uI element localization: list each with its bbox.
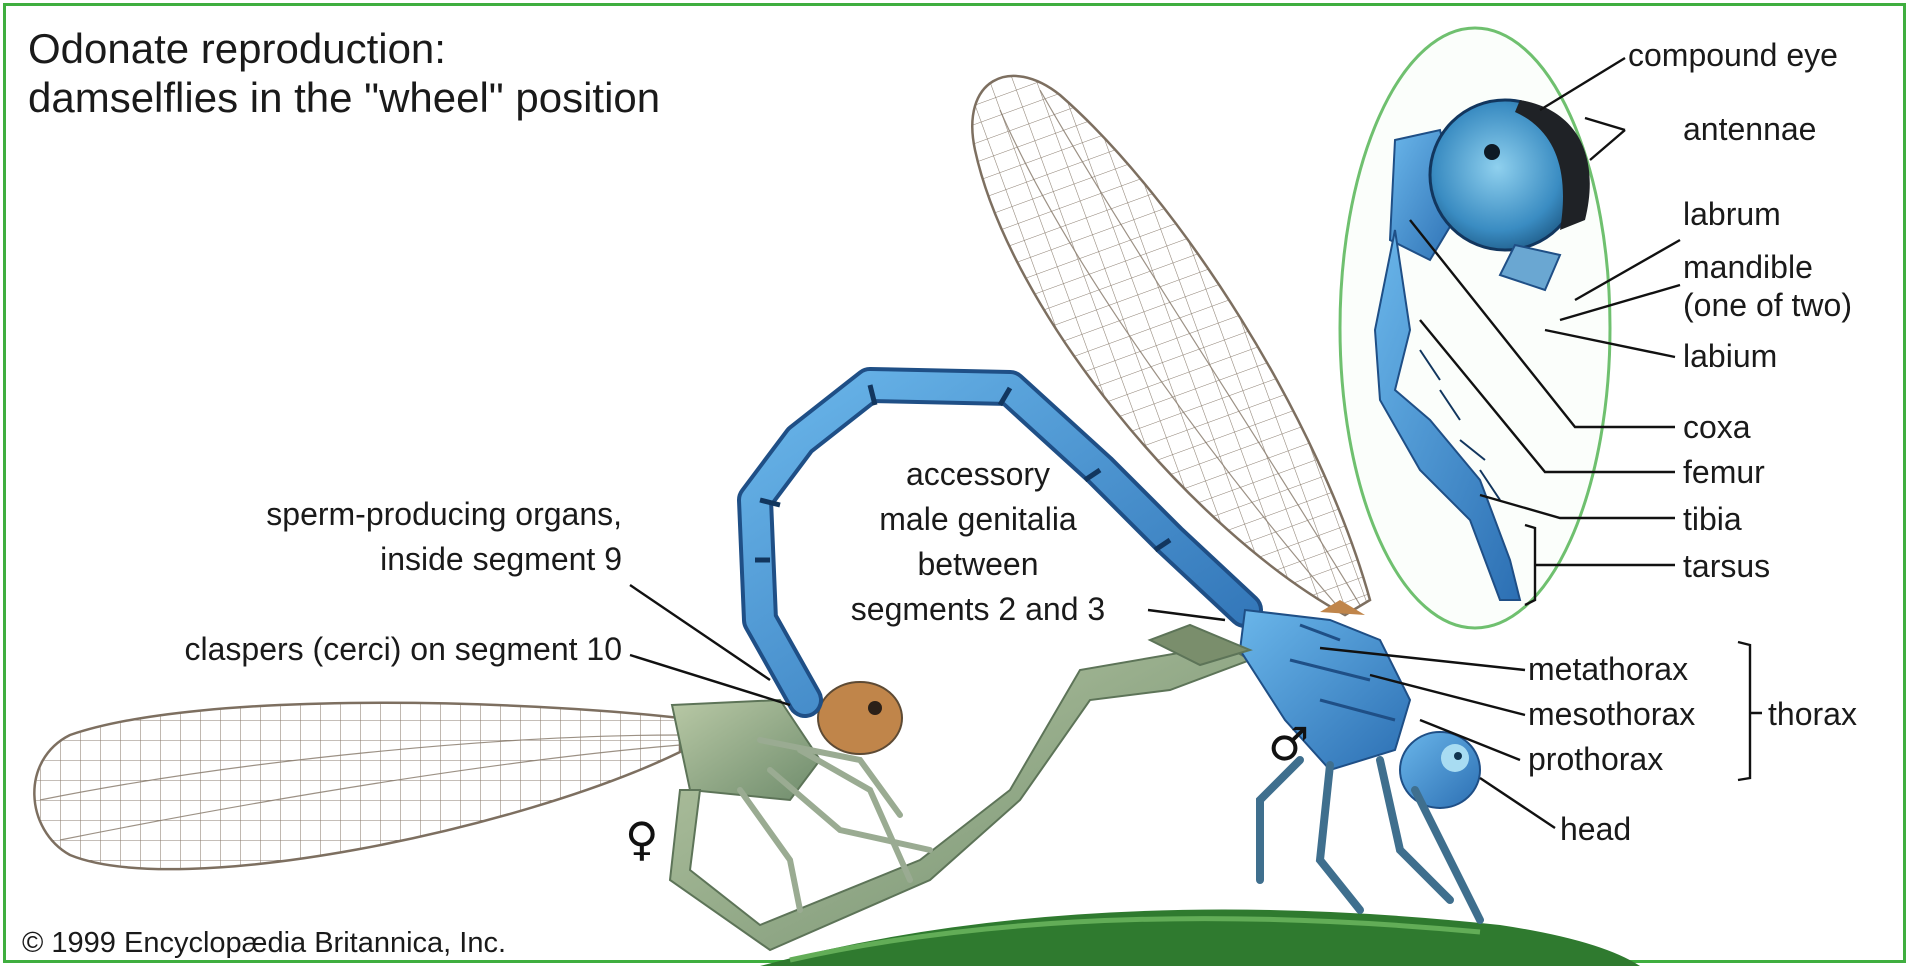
label-femur: femur (1683, 454, 1765, 490)
female-wing (34, 703, 680, 869)
label-coxa: coxa (1683, 409, 1751, 445)
accessory-line-3: between (918, 546, 1039, 582)
label-head: head (1560, 811, 1631, 847)
male-symbol: ♂ (1268, 717, 1309, 771)
label-tibia: tibia (1683, 501, 1742, 537)
label-prothorax: prothorax (1528, 741, 1663, 777)
accessory-line-4: segments 2 and 3 (851, 591, 1105, 627)
label-mesothorax: mesothorax (1528, 696, 1695, 732)
label-accessory-genitalia: accessory male genitalia between segment… (851, 456, 1105, 627)
copyright: © 1999 Encyclopædia Britannica, Inc. (22, 927, 506, 959)
head-detail-inset (1340, 28, 1610, 628)
label-thorax: thorax (1768, 696, 1857, 732)
sperm-line-1: sperm-producing organs, (266, 496, 622, 532)
label-metathorax: metathorax (1528, 651, 1688, 687)
male-damselfly (1150, 610, 1480, 920)
label-mandible-note: (one of two) (1683, 287, 1852, 323)
label-tarsus: tarsus (1683, 548, 1770, 584)
accessory-line-2: male genitalia (879, 501, 1077, 537)
female-symbol: ♀ (625, 812, 659, 866)
figure-title: Odonate reproduction: damselflies in the… (28, 25, 660, 121)
label-sperm-organs: sperm-producing organs, inside segment 9 (266, 496, 622, 577)
label-compound-eye: compound eye (1628, 37, 1838, 73)
label-mandible: mandible (1683, 249, 1813, 285)
label-labrum: labrum (1683, 196, 1781, 232)
title-line-1: Odonate reproduction: (28, 25, 446, 72)
title-line-2: damselflies in the "wheel" position (28, 74, 660, 121)
label-claspers: claspers (cerci) on segment 10 (184, 631, 622, 667)
label-labium: labium (1683, 338, 1777, 374)
sperm-line-2: inside segment 9 (380, 541, 622, 577)
female-damselfly (670, 645, 1250, 950)
label-antennae: antennae (1683, 111, 1816, 147)
accessory-line-1: accessory (906, 456, 1050, 492)
